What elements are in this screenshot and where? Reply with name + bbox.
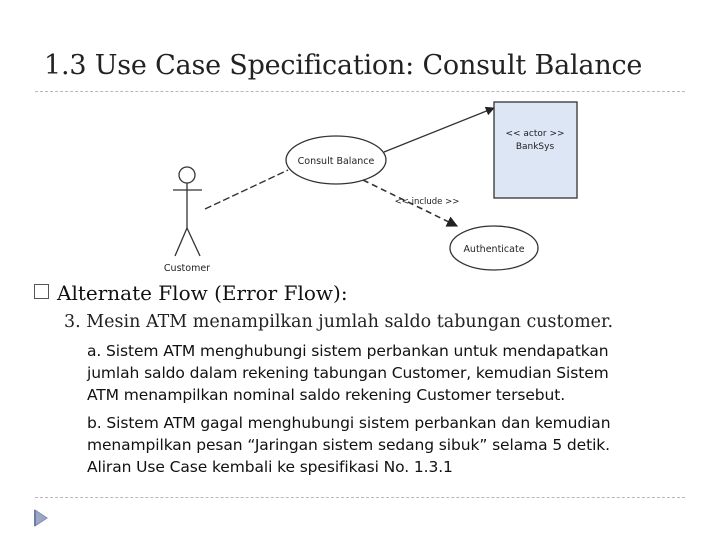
banksys-name-label: BankSys [516, 142, 555, 152]
slide-title: 1.3 Use Case Specification: Consult Bala… [44, 50, 643, 81]
bullet-box-icon [34, 284, 49, 299]
footer-divider [35, 497, 685, 498]
customer-association-line [204, 169, 289, 210]
sub-item-a-line: a. Sistem ATM menghubungi sistem perbank… [87, 342, 609, 360]
consult-balance-label: Consult Balance [298, 156, 375, 167]
use-case-diagram: Customer Consult Balance << actor >> Ban… [164, 101, 578, 274]
sub-item-b-line: menampilkan pesan “Jaringan sistem sedan… [87, 436, 610, 454]
sub-item-a: a. Sistem ATM menghubungi sistem perbank… [87, 340, 687, 406]
step-3-text: 3. Mesin ATM menampilkan jumlah saldo ta… [64, 312, 614, 332]
alternate-flow-heading: Alternate Flow (Error Flow): [57, 281, 348, 305]
customer-actor-icon [173, 166, 202, 257]
sub-item-b-line: Aliran Use Case kembali ke spesifikasi N… [87, 458, 453, 476]
include-dependency-line [362, 179, 459, 227]
slide-nav-icon[interactable] [32, 508, 50, 528]
include-label: << include >> [395, 197, 460, 207]
authenticate-usecase [449, 225, 539, 271]
sub-item-a-line: ATM menampilkan nominal saldo rekening C… [87, 386, 566, 404]
consult-balance-usecase [285, 135, 387, 185]
banksys-actor-box [493, 101, 578, 199]
customer-actor-label: Customer [164, 263, 210, 274]
banksys-stereotype-label: << actor >> [505, 129, 564, 139]
sub-item-b: b. Sistem ATM gagal menghubungi sistem p… [87, 412, 687, 478]
alternate-flow-bullet: Alternate Flow (Error Flow): [34, 281, 348, 305]
sub-item-a-line: jumlah saldo dalam rekening tabungan Cus… [87, 364, 609, 382]
banksys-association-line [383, 106, 495, 153]
authenticate-label: Authenticate [463, 244, 524, 255]
title-divider [35, 91, 685, 92]
sub-item-b-line: b. Sistem ATM gagal menghubungi sistem p… [87, 414, 611, 432]
